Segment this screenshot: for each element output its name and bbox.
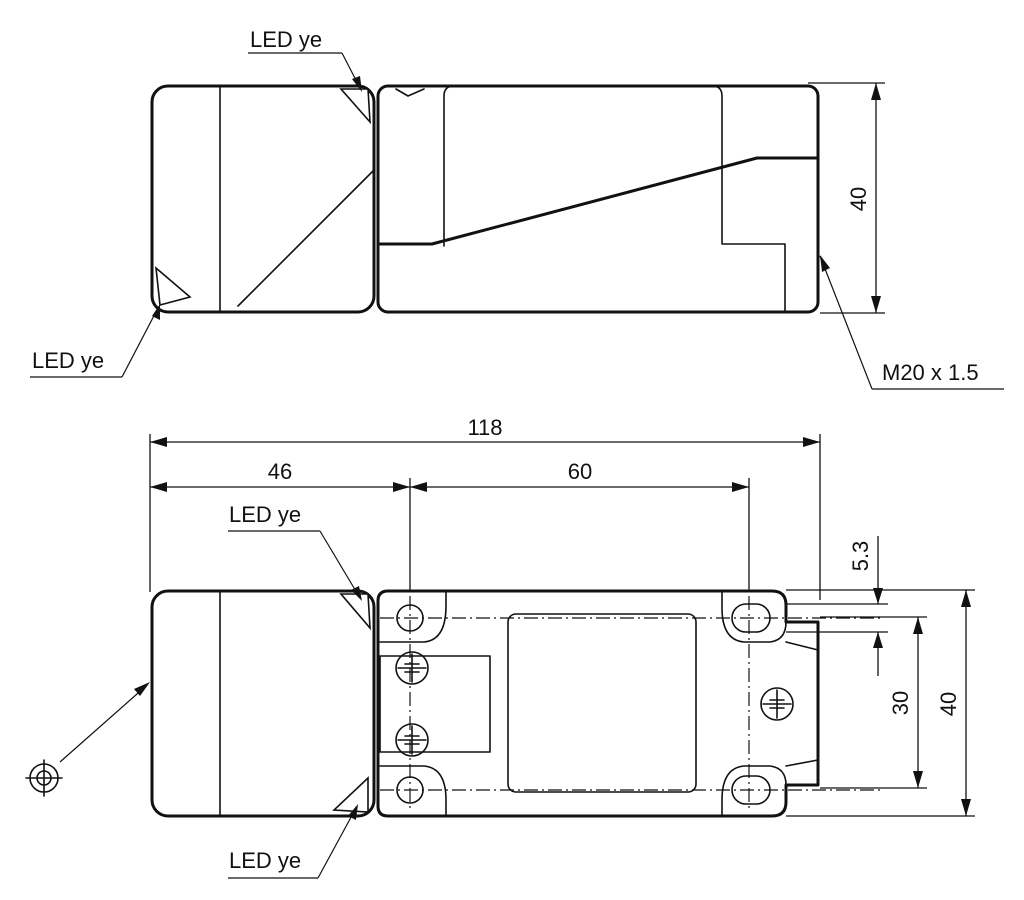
ground-screw xyxy=(760,687,794,721)
dim-total-length: 118 xyxy=(467,415,502,440)
front-label-plate xyxy=(507,613,697,793)
dim-inner-height: 30 xyxy=(888,691,913,715)
terminal-screw-lower xyxy=(395,723,429,757)
top-led-label-lower: LED ye xyxy=(32,348,104,373)
dim-height-front: 40 xyxy=(936,692,961,716)
terminal-block xyxy=(379,655,491,753)
front-housing-body xyxy=(376,589,820,818)
front-led-upper xyxy=(339,593,371,631)
top-sensing-head xyxy=(150,84,376,314)
terminal-screw-upper xyxy=(395,651,429,685)
top-led-upper xyxy=(339,88,371,125)
front-led-lower xyxy=(332,776,369,813)
sensing-face-symbol xyxy=(25,759,63,797)
top-led-label-upper: LED ye xyxy=(250,27,322,52)
dim-head-length: 46 xyxy=(268,459,292,484)
thread-label: M20 x 1.5 xyxy=(882,360,979,385)
front-view: 118 46 60 xyxy=(25,415,975,879)
dim-height-top: 40 xyxy=(846,187,871,211)
top-cable-entry-line xyxy=(378,156,820,246)
dim-hole-diameter: 5.3 xyxy=(848,541,873,572)
front-led-label-upper: LED ye xyxy=(229,502,301,527)
top-view: 40 LED ye LED ye M20 x 1.5 xyxy=(30,27,1004,390)
front-led-label-lower: LED ye xyxy=(229,848,301,873)
dim-hole-spacing: 60 xyxy=(568,459,592,484)
top-led-lower xyxy=(154,266,192,307)
front-sensing-head xyxy=(150,589,376,818)
